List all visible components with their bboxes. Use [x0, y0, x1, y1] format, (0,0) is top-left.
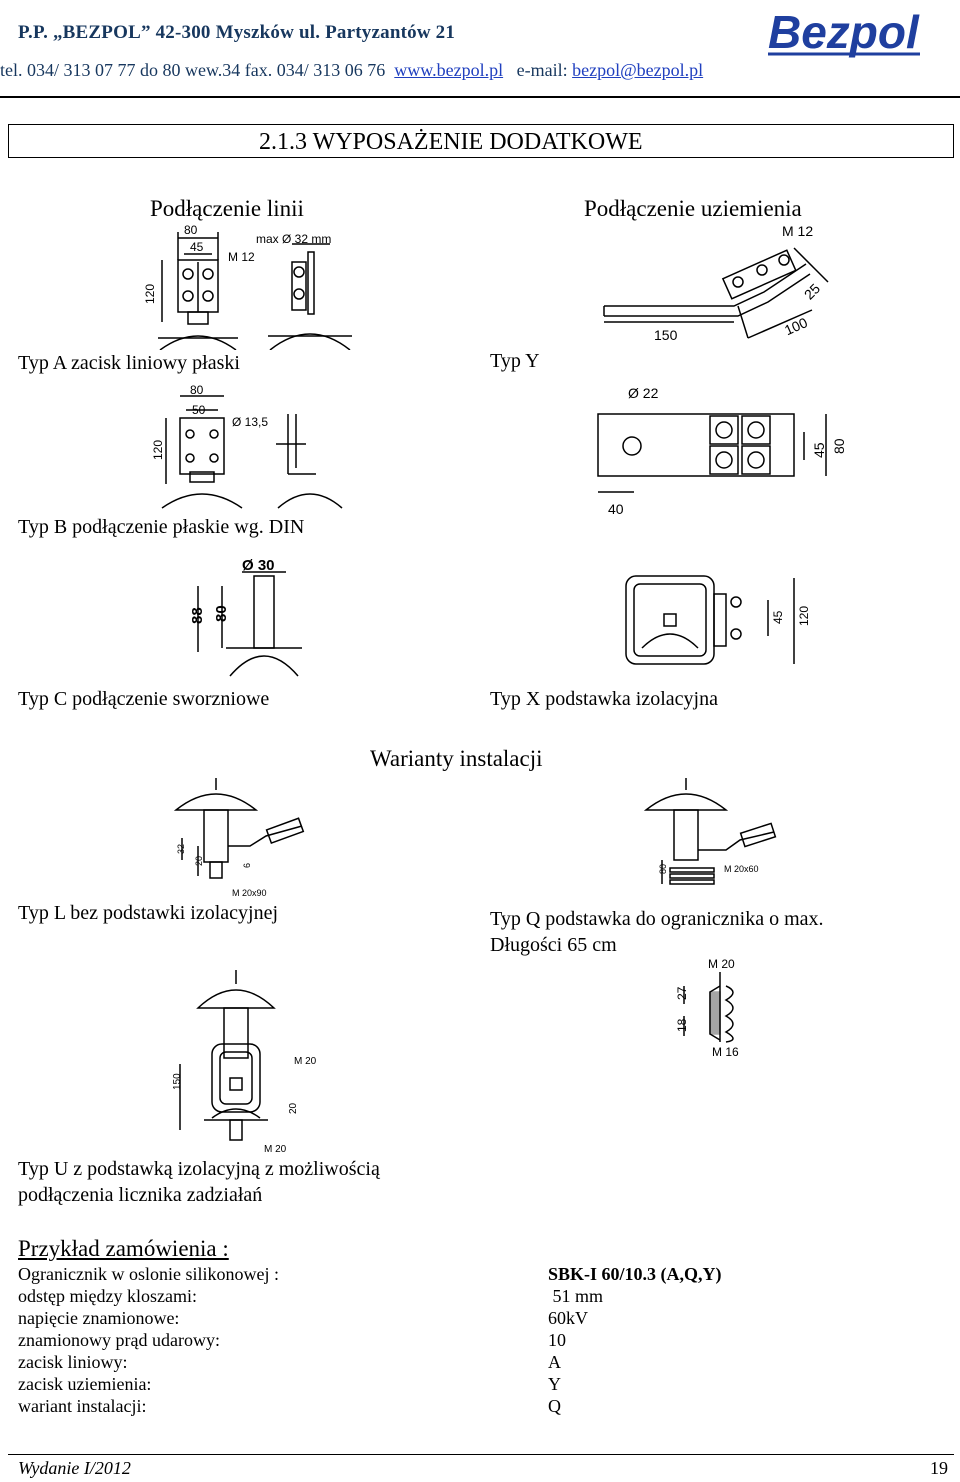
dim-y2-45: 45: [811, 442, 827, 458]
dim-x-120: 120: [797, 606, 811, 626]
dim-y2-80: 80: [831, 438, 847, 454]
caption-type-u-line2: podłączenia licznika zadziałań: [18, 1184, 263, 1206]
dim-y2-d: Ø 22: [628, 385, 659, 401]
dim-u-m20a: M 20: [294, 1056, 317, 1067]
dim-c-d: Ø 30: [242, 557, 275, 574]
drawing-type-q: 80 M 20x60: [643, 778, 777, 885]
email-label: e-mail:: [516, 60, 568, 80]
company-address: P.P. „BEZPOL” 42-300 Myszków ul. Partyza…: [18, 22, 456, 43]
order-row-label: odstęp między kloszami:: [18, 1286, 197, 1306]
order-example-title: Przykład zamówienia :: [18, 1236, 229, 1261]
caption-type-b: Typ B podłączenie płaskie wg. DIN: [18, 516, 305, 538]
drawing-type-u: M 20 150 20 M 20: [172, 970, 317, 1155]
caption-type-c: Typ C podłączenie sworzniowe: [18, 688, 270, 710]
dim-c-88: 88: [189, 607, 206, 624]
drawing-type-c: Ø 30 88 80: [189, 557, 302, 677]
caption-type-q-line1: Typ Q podstawka do ogranicznika o max.: [490, 908, 824, 930]
page-number: 19: [930, 1458, 948, 1478]
order-row-label: wariant instalacji:: [18, 1396, 147, 1416]
dim-y-150: 150: [654, 327, 678, 343]
dim-a-max: max Ø 32 mm: [256, 232, 331, 246]
order-row-value: 60kV: [548, 1308, 588, 1328]
section-title-box: 2.1.3 WYPOSAŻENIE DODATKOWE: [8, 124, 954, 158]
dim-b-50: 50: [192, 403, 206, 417]
phone-fax: tel. 034/ 313 07 77 do 80 wew.34 fax. 03…: [0, 60, 386, 80]
dim-y-m12: M 12: [782, 223, 813, 239]
email-link[interactable]: bezpol@bezpol.pl: [572, 60, 704, 80]
order-row-label: zacisk liniowy:: [18, 1352, 128, 1372]
dim-l-20: 20: [194, 856, 204, 866]
edition: Wydanie I/2012: [18, 1458, 131, 1478]
drawing-type-q-detail: M 20 27 18 M 16: [675, 957, 739, 1059]
order-row-label: zacisk uziemienia:: [18, 1374, 152, 1394]
dim-q2-m20: M 20: [708, 957, 735, 971]
heading-line-connection: Podłączenie linii: [150, 196, 304, 221]
dim-q2-27: 27: [675, 986, 689, 1000]
order-row-label: Ogranicznik w oslonie silikonowej :: [18, 1264, 279, 1284]
dim-q2-m16: M 16: [712, 1045, 739, 1059]
dim-b-120: 120: [151, 440, 165, 460]
dim-q2-18: 18: [675, 1018, 689, 1032]
drawing-type-y-front: Ø 22 45 80 40: [597, 385, 847, 517]
drawing-type-x: 45 120: [625, 575, 811, 665]
header-rule: [0, 96, 960, 98]
heading-variants: Warianty instalacji: [370, 746, 543, 771]
caption-type-x: Typ X podstawka izolacyjna: [490, 688, 718, 710]
bezpol-logo: Bezpol: [768, 6, 920, 58]
dim-l-6: 6: [242, 863, 252, 868]
contact-line: tel. 034/ 313 07 77 do 80 wew.34 fax. 03…: [0, 60, 703, 81]
dim-a-m12: M 12: [228, 250, 255, 264]
website-link[interactable]: www.bezpol.pl: [394, 60, 504, 80]
dim-y-100: 100: [782, 314, 810, 338]
order-row-value: A: [548, 1352, 561, 1372]
caption-type-u-line1: Typ U z podstawką izolacyjną z możliwośc…: [18, 1158, 380, 1180]
dim-l-m: M 20x90: [232, 888, 267, 898]
dim-y2-40: 40: [608, 501, 624, 517]
caption-type-l: Typ L bez podstawki izolacyjnej: [18, 902, 278, 924]
caption-type-a: Typ A zacisk liniowy płaski: [18, 352, 240, 374]
dim-l-32: 32: [176, 844, 186, 854]
dim-y-25: 25: [801, 280, 823, 302]
drawing-type-y: M 12 25 150 100: [603, 223, 829, 343]
dim-b-d: Ø 13,5: [232, 415, 268, 429]
dim-b-80: 80: [190, 384, 204, 397]
order-row-value: 10: [548, 1330, 566, 1350]
order-row-value: Y: [548, 1374, 561, 1394]
dim-c-80: 80: [213, 605, 230, 622]
dim-u-20: 20: [288, 1102, 299, 1114]
dim-q-80: 80: [658, 864, 668, 874]
section-title: 2.1.3 WYPOSAŻENIE DODATKOWE: [259, 129, 643, 155]
caption-type-q-line2: Długości 65 cm: [490, 934, 617, 956]
heading-earth-connection: Podłączenie uziemienia: [584, 196, 802, 221]
order-row-value: Q: [548, 1396, 561, 1416]
order-row-value: SBK-I 60/10.3 (A,Q,Y): [548, 1264, 722, 1284]
caption-type-y: Typ Y: [490, 350, 540, 372]
dim-a-80: 80: [184, 223, 198, 237]
drawing-type-b: 80 50 Ø 13,5 120: [151, 384, 343, 509]
dim-q-m: M 20x60: [724, 864, 759, 874]
drawing-type-l: 32 20 6 M 20x90: [173, 778, 305, 898]
dim-a-45: 45: [190, 240, 204, 254]
order-row-label: napięcie znamionowe:: [18, 1308, 180, 1328]
dim-a-120: 120: [143, 284, 157, 304]
order-row-value: 51 mm: [548, 1286, 604, 1306]
order-row-label: znamionowy prąd udarowy:: [18, 1330, 220, 1350]
logo-text: Bezpol: [768, 6, 920, 58]
dim-u-150: 150: [172, 1073, 183, 1090]
dim-u-m20b: M 20: [264, 1144, 287, 1155]
drawing-type-a: 80 45 max Ø 32 mm M 12 120: [143, 223, 352, 350]
dim-x-45: 45: [771, 610, 785, 624]
footer-rule: [8, 1454, 954, 1455]
